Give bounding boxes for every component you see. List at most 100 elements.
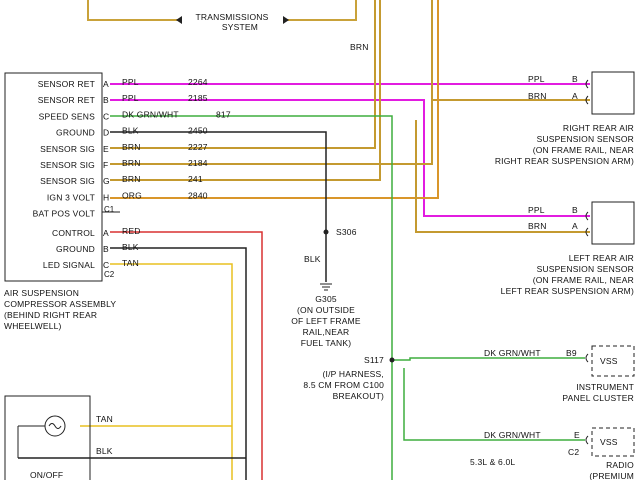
compressor-caption-4: WHEELWELL) [4,321,62,331]
engine-note: 5.3L & 6.0L [470,457,515,467]
c1-circuit-number: 2184 [188,158,208,168]
wire-brn-g [110,0,381,181]
c2-pin-letter: A [103,228,109,238]
c2-wire-color: TAN [122,258,139,268]
right-sensor-caption-3: (ON FRAME RAIL, NEAR [533,145,634,155]
c1-pin-name: SENSOR SIG [40,144,95,154]
left-sensor-wire-brn: BRN [528,221,547,231]
transmission-label-1: TRANSMISSIONS [196,12,269,22]
c1-wire-color: ORG [122,190,142,200]
c1-circuit-number: 2264 [188,77,208,87]
c1-wire-color: BRN [122,158,141,168]
c1-pin-name: SENSOR RET [38,79,95,89]
left-sensor-pin-b: B [572,205,578,215]
c1-wire-color: PPL [122,77,139,87]
splice-s117-label: S117 [364,355,384,365]
right-sensor-connector [585,79,589,105]
right-sensor-caption-4: RIGHT REAR SUSPENSION ARM) [495,156,634,166]
ground-g305-label: G305 [315,294,337,304]
c1-pin-letter: G [103,176,110,186]
switch-wire-blk: BLK [96,446,113,456]
ground-symbol [320,283,332,291]
c1-circuit-number: 241 [188,174,203,184]
ground-caption-1: (ON OUTSIDE [297,305,355,315]
c1-pin-name: BAT POS VOLT [33,209,95,219]
c1-label: C1 [104,205,115,214]
wire-dkgrn-radio [403,368,585,441]
left-sensor-caption-1: LEFT REAR AIR [569,253,634,263]
right-sensor-wire-ppl: PPL [528,74,545,84]
brn-vertical-label: BRN [350,42,369,52]
c2-pin-name: GROUND [56,244,95,254]
radio-caption-2: (PREMIUM [589,471,634,480]
cluster-wire-label: DK GRN/WHT [484,348,541,358]
cluster-vss-label: VSS [600,356,618,366]
switch-wire-tan: TAN [96,414,113,424]
splice-s306-dot [323,229,329,235]
c1-pin-name: SPEED SENS [39,111,95,121]
c1-circuit-number: 2450 [188,126,208,136]
wire-transmission-loop [87,0,357,21]
cluster-caption-1: INSTRUMENT [576,382,634,392]
right-sensor-caption-2: SUSPENSION SENSOR [537,134,634,144]
c1-pin-name: IGN 3 VOLT [47,192,95,202]
c2-pin-name: CONTROL [52,228,95,238]
switch-label: ON/OFF [30,470,63,480]
ground-caption-2: OF LEFT FRAME [291,316,361,326]
compressor-caption-1: AIR SUSPENSION [4,288,79,298]
c2-label: C2 [104,270,115,279]
cluster-vss-box [591,345,635,377]
wire-brn-e [110,0,376,149]
s117-caption-3: BREAKOUT) [333,391,384,401]
splice-s117-dot [389,357,395,363]
left-sensor-wire-ppl: PPL [528,205,545,215]
wire-tan [110,263,233,480]
wire-blk-d [110,131,327,282]
left-sensor-connector [585,211,589,237]
c1-pin-letter: F [103,160,108,170]
c2-pin-letter: C [103,260,109,270]
right-sensor-box [591,71,635,115]
c1-pin-letter: D [103,128,109,138]
c1-circuit-number: 2227 [188,142,208,152]
c1-wire-color: BRN [122,142,141,152]
radio-connector [585,435,589,445]
transmission-label-2: SYSTEM [222,22,258,32]
c1-circuit-number: 817 [216,109,231,119]
c1-circuit-number: 2840 [188,190,208,200]
c2-wire-color: RED [122,226,141,236]
s117-caption-1: (I/P HARNESS, [323,369,385,379]
left-sensor-caption-3: (ON FRAME RAIL, NEAR [533,275,634,285]
lamp-icon [48,423,62,429]
c1-pin-letter: E [103,144,109,154]
right-sensor-pin-b: B [572,74,578,84]
compressor-caption-3: (BEHIND RIGHT REAR [4,310,97,320]
wire-ppl-b [110,99,590,217]
left-sensor-pin-a: A [572,221,578,231]
cluster-caption-2: PANEL CLUSTER [562,393,634,403]
radio-vss-label: VSS [600,437,618,447]
left-sensor-caption-4: LEFT REAR SUSPENSION ARM) [501,286,634,296]
c1-wire-color: DK GRN/WHT [122,109,179,119]
arrow-left [176,16,182,24]
arrow-right [283,16,289,24]
radio-wire-label: DK GRN/WHT [484,430,541,440]
wire-brn-to-left-a [415,120,590,233]
radio-pin-label: E [574,430,580,440]
c2-wire-color: BLK [122,242,139,252]
right-sensor-pin-a: A [572,91,578,101]
c1-pin-letter: H [103,192,109,202]
ground-caption-4: FUEL TANK) [301,338,352,348]
compressor-caption-2: COMPRESSOR ASSEMBLY [4,299,116,309]
left-sensor-box [591,201,635,245]
compressor-box [4,72,103,282]
s117-caption-2: 8.5 CM FROM C100 [303,380,384,390]
radio-conn-label: C2 [568,447,579,457]
c1-wire-color: BRN [122,174,141,184]
c2-pin-name: LED SIGNAL [43,260,95,270]
ground-caption-3: RAIL,NEAR [303,327,350,337]
switch-box [4,395,91,480]
c1-pin-name: SENSOR RET [38,95,95,105]
